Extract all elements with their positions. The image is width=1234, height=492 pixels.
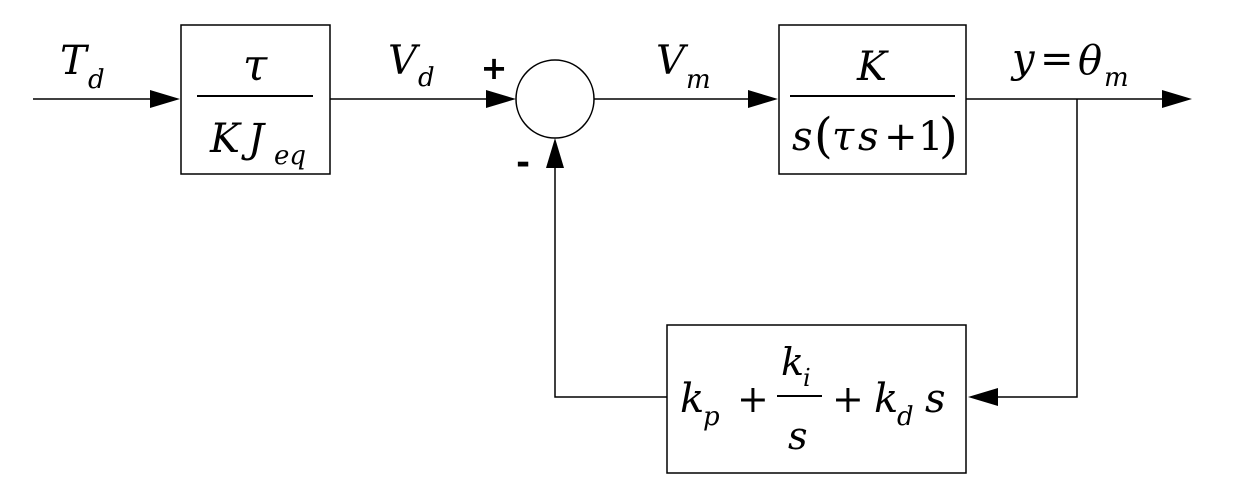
label-y: y — [1010, 36, 1036, 82]
vd-arrowhead — [486, 90, 516, 108]
label-vd-subscript: d — [418, 63, 435, 93]
feedback-wire-left — [554, 166, 667, 398]
label-vm: V — [656, 38, 689, 84]
plant-den-plus: + — [884, 114, 918, 160]
plant-block — [778, 24, 967, 175]
controller-plus-1: + — [737, 377, 769, 421]
output-arrowhead — [1162, 90, 1192, 108]
vm-arrowhead — [748, 90, 778, 108]
label-td-subscript: d — [88, 65, 105, 95]
controller-kd-subscript: d — [897, 402, 914, 432]
minus-sign: - — [516, 143, 530, 183]
label-theta: θ — [1078, 38, 1102, 84]
disturbance-gain-block — [180, 24, 331, 175]
controller-ki-subscript: i — [803, 364, 811, 392]
controller-block — [666, 324, 967, 474]
plant-den-s2: s — [858, 114, 879, 160]
label-vm-subscript: m — [686, 65, 711, 95]
plant-den-lparen: ( — [814, 108, 833, 164]
disturbance-gain-j-subscript: eq — [274, 141, 306, 171]
td-arrowhead — [150, 90, 180, 108]
disturbance-gain-k: K — [209, 116, 242, 162]
label-td: T — [60, 38, 90, 84]
feedback-wire-right — [998, 99, 1078, 398]
label-vd: V — [388, 38, 421, 84]
plant-den-s: s — [792, 114, 813, 160]
plant-den-rparen: ) — [939, 108, 958, 164]
plant-numerator: K — [856, 44, 889, 90]
controller-plus-2: + — [832, 377, 864, 421]
controller-kd: k — [874, 376, 898, 422]
feedback-arrowhead — [968, 388, 998, 406]
controller-kd-s: s — [925, 376, 946, 422]
plant-den-one: 1 — [918, 114, 943, 160]
summing-junction — [515, 59, 595, 139]
controller-ki-denominator: s — [788, 414, 808, 458]
label-y-equals: = — [1040, 36, 1074, 82]
disturbance-gain-numerator: τ — [243, 40, 268, 91]
minus-arrowhead — [546, 138, 564, 168]
label-theta-subscript: m — [1104, 63, 1129, 93]
controller-kp-subscript: p — [703, 402, 720, 432]
controller-ki: k — [781, 340, 804, 384]
plant-den-tau: τ — [832, 114, 855, 160]
controller-kp: k — [680, 376, 704, 422]
plus-sign: + — [481, 49, 508, 87]
